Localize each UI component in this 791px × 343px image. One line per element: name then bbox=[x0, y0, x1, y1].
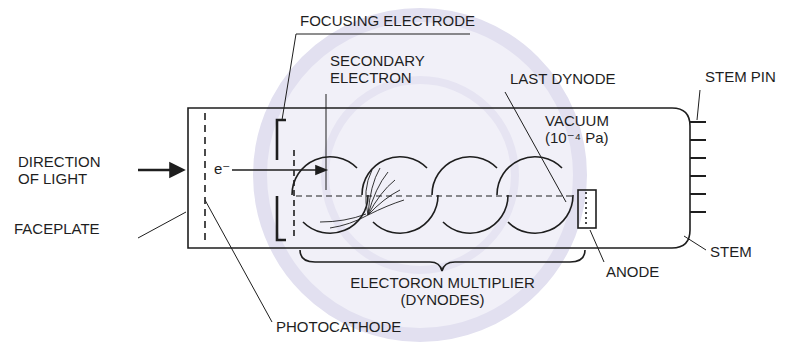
bracket bbox=[300, 250, 585, 271]
anode bbox=[578, 190, 596, 228]
anode bbox=[585, 192, 587, 226]
stem-pin bbox=[690, 122, 706, 212]
leader-line bbox=[138, 34, 706, 322]
arrowhead bbox=[316, 166, 326, 174]
part-name: DIRECTION OF LIGHT bbox=[18, 153, 118, 188]
watermark bbox=[260, 15, 580, 335]
focusing-electrode bbox=[277, 120, 286, 160]
electron-path bbox=[232, 169, 318, 170]
part-name: LAST DYNODE bbox=[510, 70, 630, 87]
dynode bbox=[362, 157, 438, 234]
arrowhead bbox=[170, 163, 184, 177]
dynode bbox=[292, 157, 368, 234]
part-name: ANODE bbox=[606, 263, 676, 280]
part-name: ELECTORON MULTIPLIER (DYNODES) bbox=[325, 274, 560, 309]
part-name: FOCUSING ELECTRODE bbox=[300, 12, 490, 29]
focusing-electrode bbox=[277, 196, 286, 240]
glass-envelope bbox=[188, 108, 690, 248]
part-name: STEM bbox=[710, 243, 770, 260]
part-name: PHOTOCATHODE bbox=[276, 318, 416, 335]
electron-path bbox=[296, 195, 576, 196]
symbol: e⁻ bbox=[214, 160, 234, 177]
note: VACUUM (10⁻⁴ Pa) bbox=[545, 112, 630, 147]
light-arrow bbox=[138, 169, 172, 171]
part-name: STEM PIN bbox=[705, 68, 787, 85]
secondary-electrons bbox=[320, 168, 404, 228]
mesh bbox=[293, 150, 295, 236]
photocathode bbox=[204, 113, 206, 243]
part-name: FACEPLATE bbox=[14, 220, 134, 237]
part-name: SECONDARY ELECTRON bbox=[330, 52, 440, 87]
